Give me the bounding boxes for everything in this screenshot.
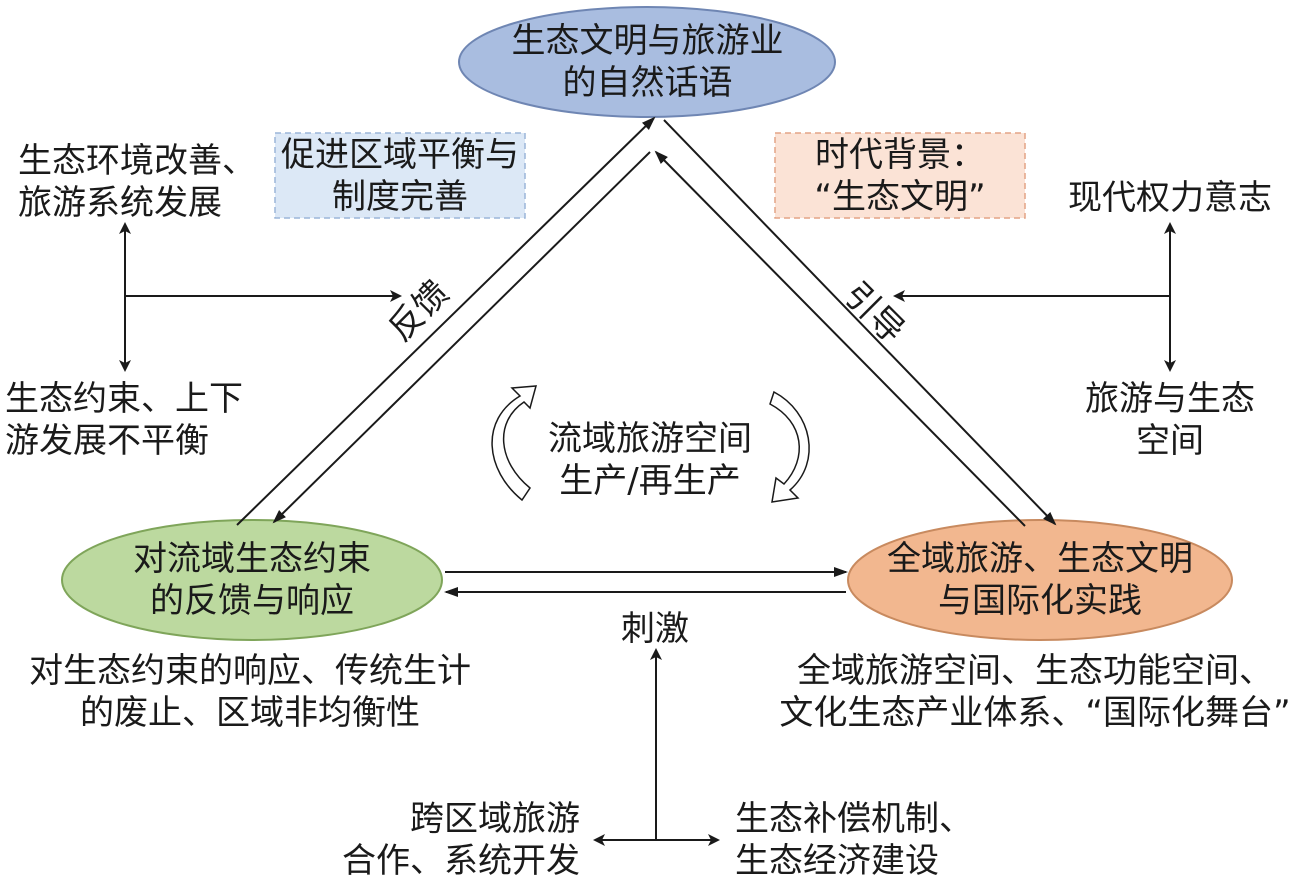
mid-right-line2: 空间 [1136, 421, 1204, 461]
left-up-arrow [236, 116, 656, 526]
left-node-line2: 的反馈与响应 [150, 581, 354, 621]
bottom-left-label: 跨区域旅游 合作、系统开发 [290, 798, 580, 882]
blue-box-label: 促进区域平衡与 制度完善 [275, 134, 525, 218]
blue-dashed-box [274, 132, 526, 219]
top-node-line1: 生态文明与旅游业 [511, 21, 784, 61]
top-left-line1: 生态环境改善、 [18, 141, 256, 181]
mid-left-label: 生态约束、上下 游发展不平衡 [5, 378, 243, 462]
top-left-line2: 旅游系统发展 [18, 183, 222, 223]
stimulus-label: 刺激 [621, 609, 689, 649]
right-node-line1: 全域旅游、生态文明 [887, 539, 1193, 579]
left-cycle-arrow-icon [491, 385, 538, 502]
under-right-line1: 全域旅游空间、生态功能空间、 [797, 651, 1273, 691]
orange-box-line1: 时代背景： [815, 135, 985, 175]
right-node-label: 全域旅游、生态文明 与国际化实践 [848, 538, 1232, 622]
center-label: 流域旅游空间 生产/再生产 [540, 418, 760, 502]
mid-left-line2: 游发展不平衡 [5, 421, 209, 461]
mid-left-line1: 生态约束、上下 [5, 379, 243, 419]
under-left-line2: 的废止、区域非均衡性 [80, 693, 420, 733]
bottom-right-line2: 生态经济建设 [735, 841, 939, 881]
top-right-line1: 现代权力意志 [1068, 178, 1272, 218]
bottom-left-line2: 合作、系统开发 [342, 841, 580, 881]
center-line2: 生产/再生产 [559, 461, 741, 501]
orange-box-label: 时代背景： “生态文明” [775, 134, 1025, 218]
right-down-arrow [663, 119, 1057, 526]
left-node-line1: 对流域生态约束 [133, 539, 371, 579]
blue-box-line1: 促进区域平衡与 [281, 135, 519, 175]
left-node-ellipse [61, 519, 443, 641]
bottom-right-line1: 生态补偿机制、 [735, 799, 973, 839]
center-line1: 流域旅游空间 [548, 419, 752, 459]
top-left-label: 生态环境改善、 旅游系统发展 [18, 140, 256, 224]
top-right-label: 现代权力意志 [1060, 177, 1280, 219]
right-node-line2: 与国际化实践 [938, 581, 1142, 621]
mid-right-line1: 旅游与生态 [1085, 379, 1255, 419]
mid-right-label: 旅游与生态 空间 [1070, 378, 1270, 462]
top-node-label: 生态文明与旅游业 的自然话语 [460, 20, 835, 104]
bottom-left-line1: 跨区域旅游 [410, 799, 580, 839]
right-cycle-arrow-icon [769, 390, 810, 503]
under-right-line2: 文化生态产业体系、“国际化舞台” [779, 693, 1291, 733]
orange-box-line2: “生态文明” [814, 177, 986, 217]
top-node-line2: 的自然话语 [562, 63, 733, 103]
bottom-right-label: 生态补偿机制、 生态经济建设 [735, 798, 973, 882]
under-left-label: 对生态约束的响应、传统生计 的废止、区域非均衡性 [0, 650, 500, 734]
left-node-label: 对流域生态约束 的反馈与响应 [62, 538, 442, 622]
blue-box-line2: 制度完善 [332, 177, 468, 217]
left-down-arrow [272, 151, 651, 524]
right-up-arrow [654, 150, 1026, 527]
under-right-label: 全域旅游空间、生态功能空间、 文化生态产业体系、“国际化舞台” [770, 650, 1300, 734]
right-node-ellipse [847, 519, 1233, 641]
under-left-line1: 对生态约束的响应、传统生计 [29, 651, 471, 691]
orange-dashed-box [774, 132, 1026, 219]
